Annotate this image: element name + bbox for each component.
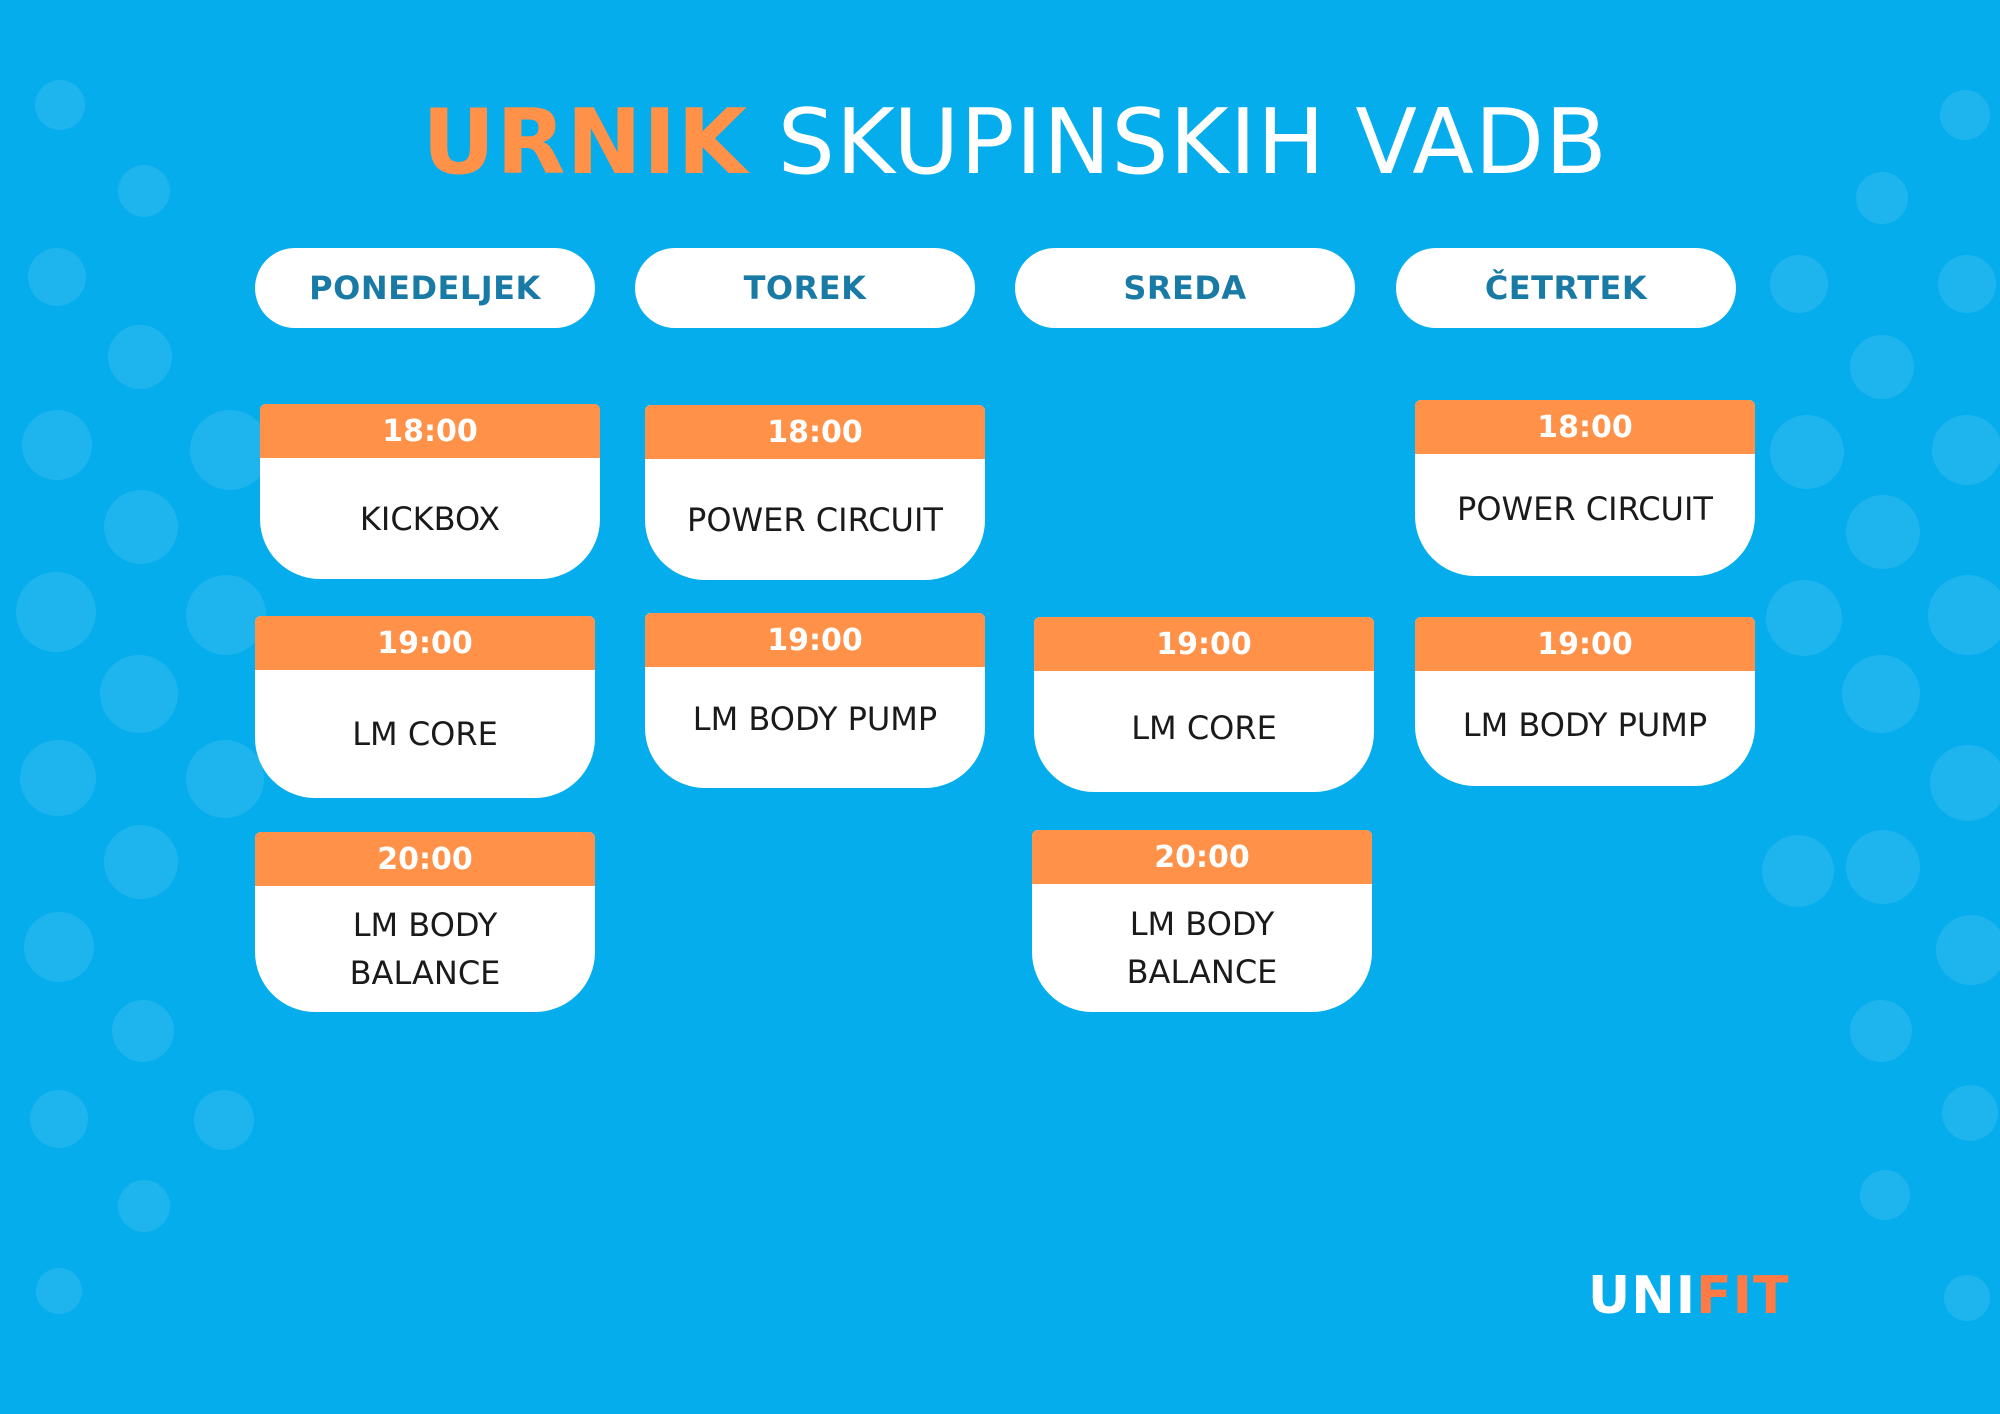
day-header-torek: TOREK [635,248,975,328]
session-time: 19:00 [645,613,985,667]
session-name: KICKBOX [359,499,501,538]
session-card: 19:00 LM BODY PUMP [645,613,985,788]
session-card: 18:00 POWER CIRCUIT [645,405,985,580]
session-card: 18:00 KICKBOX [260,404,600,579]
page-title: URNIK SKUPINSKIH VADB [0,88,2000,198]
session-time: 19:00 [255,616,595,670]
session-time: 18:00 [645,405,985,459]
unifit-logo: UNIFIT [1588,1266,1790,1326]
session-name: LM BODY BALANCE [349,906,501,992]
session-card: 19:00 LM BODY PUMP [1415,617,1755,786]
session-name: LM CORE [352,715,498,753]
session-time: 20:00 [1032,830,1372,884]
session-time: 18:00 [1415,400,1755,454]
session-name: LM BODY PUMP [1462,706,1708,744]
session-card: 20:00 LM BODY BALANCE [1032,830,1372,1012]
session-card: 19:00 LM CORE [255,616,595,798]
session-name: POWER CIRCUIT [687,500,943,539]
title-rest: SKUPINSKIH VADB [777,90,1608,195]
session-name: LM BODY PUMP [692,700,938,738]
session-name: POWER CIRCUIT [1457,490,1713,528]
title-accent: URNIK [422,90,749,195]
session-card: 18:00 POWER CIRCUIT [1415,400,1755,576]
session-time: 18:00 [260,404,600,458]
day-header-cetrtek: ČETRTEK [1396,248,1736,328]
session-time: 20:00 [255,832,595,886]
session-card: 19:00 LM CORE [1034,617,1374,792]
session-time: 19:00 [1034,617,1374,671]
day-header-ponedeljek: PONEDELJEK [255,248,595,328]
session-card: 20:00 LM BODY BALANCE [255,832,595,1012]
session-name: LM CORE [1131,709,1277,747]
session-name: LM BODY BALANCE [1126,905,1278,991]
session-time: 19:00 [1415,617,1755,671]
day-header-sreda: SREDA [1015,248,1355,328]
